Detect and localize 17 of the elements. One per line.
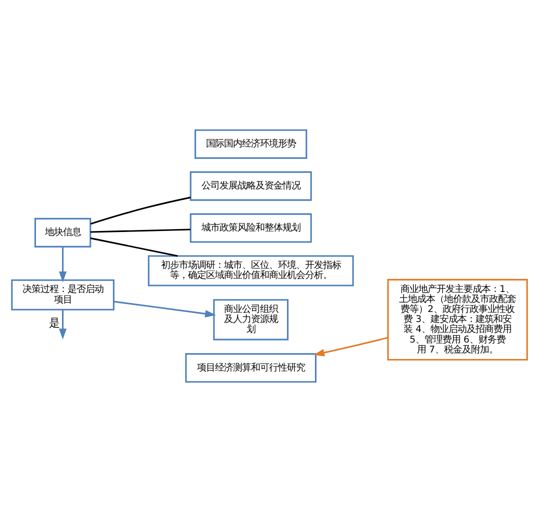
node-box: 项目经济测算和可行性研究 [185, 352, 317, 382]
connector [90, 228, 190, 232]
edge-label: 是 [49, 316, 60, 329]
node-box: 国际国内经济环境形势 [194, 128, 308, 158]
arrow [58, 309, 67, 339]
node-box: 决策过程：是否启动项目 [11, 278, 114, 310]
connector [90, 196, 191, 224]
node-box: 公司发展战略及资金情况 [190, 170, 312, 200]
arrow [58, 246, 67, 282]
arrow [114, 300, 216, 318]
node-box: 地块信息 [34, 217, 92, 247]
node-box: 初步市场调研：城市、区位、环境、开发指标等，确定区域商业价值和商业机会分析。 [148, 254, 354, 286]
connector [90, 236, 178, 256]
node-box: 商业公司组织及人力资源规划 [213, 298, 289, 340]
node-box: 商业地产开发主要成本：1、土地成本（地价款及市政配套费等）2、政府行政事业性收费 3、建安成本：建筑和安装 4、物业启动及招商费用 5、管理费用 6、财务费用 7、税金及附加。 [387, 278, 528, 360]
node-box: 城市政策风险和整体规划 [190, 212, 312, 242]
arrow [314, 336, 388, 356]
